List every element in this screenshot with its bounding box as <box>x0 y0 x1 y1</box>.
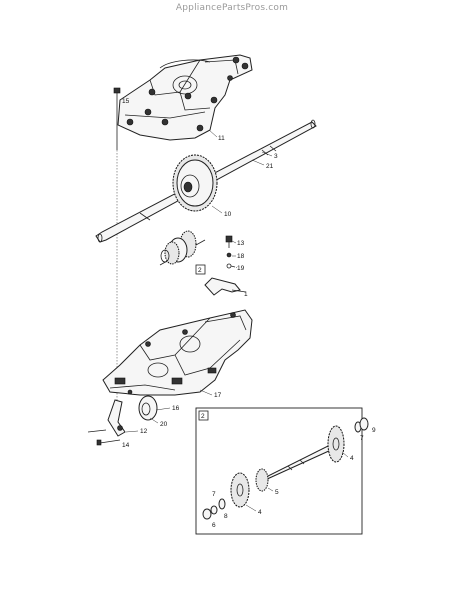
brake-bolt-14[interactable] <box>87 429 121 446</box>
detail-box <box>195 407 363 535</box>
callout-19: 19 <box>237 265 245 272</box>
detail-gear-4-upper[interactable] <box>327 425 345 463</box>
callout-10: 10 <box>224 211 232 218</box>
leader-lines <box>125 129 349 512</box>
callout-7-upper: 7 <box>360 435 364 442</box>
watermark-text: AppliancePartsPros.com <box>175 3 289 13</box>
callout-6: 6 <box>212 522 216 529</box>
callout-9: 9 <box>372 427 376 434</box>
detail-box-label: 2 <box>201 413 205 420</box>
callout-14: 14 <box>122 442 130 449</box>
callout-4-lower: 4 <box>258 509 262 516</box>
callout-12: 12 <box>140 428 148 435</box>
callout-11: 11 <box>218 135 225 142</box>
callout-4-upper: 4 <box>350 455 354 462</box>
callout-1: 1 <box>244 291 248 298</box>
callout-21: 21 <box>266 163 274 170</box>
detail-washers-6-7-8[interactable] <box>202 498 226 520</box>
callout-15: 15 <box>122 98 130 105</box>
detail-washer-7-9[interactable] <box>354 417 369 433</box>
callout-13: 13 <box>237 240 245 247</box>
pinion-gear-cluster[interactable] <box>159 230 206 266</box>
callout-18: 18 <box>237 253 245 260</box>
callout-7-lower: 7 <box>212 491 216 498</box>
callout-8: 8 <box>224 513 228 520</box>
callout-16: 16 <box>172 405 180 412</box>
detail-marker-box <box>195 264 206 275</box>
bolt-15[interactable] <box>113 87 121 150</box>
detail-gear-4-lower[interactable] <box>230 472 250 508</box>
detail-marker-label: 2 <box>198 267 202 274</box>
brake-arm-12[interactable] <box>107 399 126 437</box>
small-parts-13-18-19[interactable] <box>225 235 236 269</box>
shift-fork-1[interactable] <box>204 277 247 296</box>
differential-gear-10[interactable] <box>172 154 218 212</box>
detail-shaft[interactable] <box>264 445 332 481</box>
brake-disc-16[interactable] <box>138 395 158 421</box>
upper-housing[interactable] <box>117 54 253 141</box>
lower-housing[interactable] <box>102 309 253 396</box>
callout-3: 3 <box>274 153 278 160</box>
callout-20: 20 <box>160 421 168 428</box>
detail-gear-5[interactable] <box>255 468 269 492</box>
callout-17: 17 <box>214 392 222 399</box>
callout-5: 5 <box>275 489 279 496</box>
